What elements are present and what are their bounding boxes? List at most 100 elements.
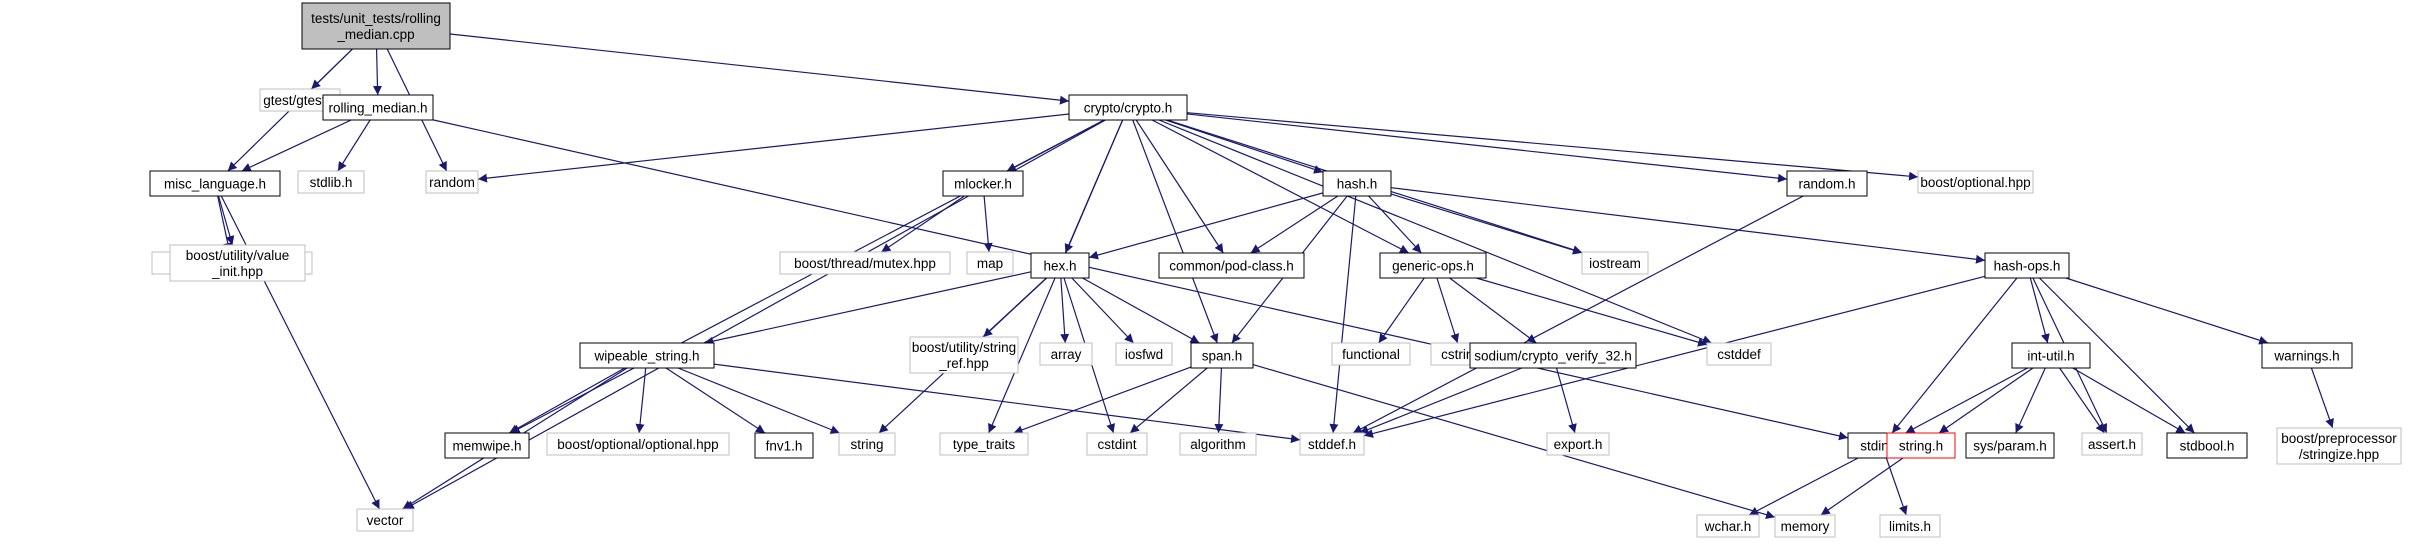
node-sysparam[interactable]: sys/param.h	[1965, 432, 2055, 459]
node-label-boost_pp-line2: /stringize.hpp	[2299, 447, 2379, 462]
edge-crypto-to-boost_optional	[1186, 112, 1919, 181]
node-hash[interactable]: hash.h	[1322, 170, 1392, 197]
node-box-assert	[2081, 432, 2143, 456]
edge-hex-to-span	[1082, 277, 1200, 344]
node-label-limits: limits.h	[1889, 519, 1931, 534]
node-label-boost_optional: boost/optional.hpp	[1920, 175, 2030, 190]
node-memwipe[interactable]: memwipe.h	[444, 432, 530, 459]
node-intutil[interactable]: int-util.h	[2011, 342, 2091, 369]
node-box-iostream	[1581, 251, 1649, 275]
edge-intutil-to-sysparam	[2015, 367, 2046, 434]
edge-rolling-to-stdlib	[337, 119, 371, 172]
node-label-stdlib: stdlib.h	[310, 175, 353, 190]
node-span[interactable]: span.h	[1190, 342, 1254, 369]
node-iostream: iostream	[1581, 251, 1649, 275]
edge-crypto-to-span	[1132, 119, 1219, 344]
node-box-podclass	[1158, 252, 1305, 279]
edge-span-to-memory	[1252, 363, 1776, 520]
edge-wipeable-to-memwipe	[508, 367, 626, 434]
edge-hashops-to-stdint	[1891, 277, 2018, 434]
node-stdbool[interactable]: stdbool.h	[2166, 432, 2248, 459]
node-label-boost_optopt: boost/optional/optional.hpp	[557, 437, 718, 452]
node-label-sodium: sodium/crypto_verify_32.h	[1474, 349, 1632, 364]
node-boost_pp: boost/preprocessor/stringize.hpp	[2276, 427, 2402, 465]
node-warnings[interactable]: warnings.h	[2261, 342, 2353, 369]
node-mlocker[interactable]: mlocker.h	[942, 170, 1024, 197]
node-hex[interactable]: hex.h	[1030, 252, 1090, 279]
node-label-vector: vector	[367, 513, 404, 528]
node-wipeable[interactable]: wipeable_string.h	[579, 342, 715, 369]
node-label-root-line2: _median.cpp	[336, 27, 414, 42]
edge-crypto-to-random_h	[1186, 113, 1788, 183]
node-string_h: string.h	[1886, 432, 1956, 459]
edge-hashops-to-intutil	[2029, 277, 2050, 344]
edge-hashops-to-stddef	[1363, 275, 1986, 438]
edge-crypto-to-random_std	[477, 113, 1070, 183]
node-label-string_std: string	[850, 437, 883, 452]
edge-warnings-to-boost_pp	[2310, 367, 2334, 429]
edge-sodium-to-export	[1555, 367, 1577, 434]
node-label-boost_value-line1: boost/utility/value	[186, 248, 290, 263]
node-box-random_h	[1786, 170, 1868, 197]
node-box-wchar	[1696, 514, 1760, 538]
edge-intutil-to-assert	[2059, 367, 2105, 434]
edge-misc-to-vector	[220, 195, 380, 510]
edge-root-to-rolling	[372, 48, 382, 96]
node-label-cstddef: cstddef	[1717, 347, 1761, 362]
node-label-hash: hash.h	[1337, 177, 1378, 192]
node-label-sysparam: sys/param.h	[1973, 439, 2047, 454]
node-box-wipeable	[579, 342, 715, 369]
node-misc[interactable]: misc_language.h	[149, 170, 281, 197]
edge-hash-to-stddef	[1329, 195, 1357, 434]
edge-hex-to-iosfwd	[1071, 277, 1134, 344]
edge-root-to-crypto	[449, 33, 1070, 105]
node-rolling[interactable]: rolling_median.h	[322, 94, 434, 121]
node-root[interactable]: tests/unit_tests/rolling_median.cpp	[301, 2, 451, 50]
node-label-gtest: gtest/gtest.h	[263, 93, 337, 108]
node-box-vector	[356, 508, 414, 532]
node-podclass[interactable]: common/pod-class.h	[1158, 252, 1305, 279]
node-box-boost_optopt	[546, 432, 730, 456]
node-random_h[interactable]: random.h	[1786, 170, 1868, 197]
node-crypto[interactable]: crypto/crypto.h	[1068, 94, 1188, 121]
edge-hash-to-hashops	[1390, 187, 1986, 264]
node-label-boost_mutex: boost/thread/mutex.hpp	[794, 256, 936, 271]
node-fnv1[interactable]: fnv1.h	[754, 432, 814, 459]
edge-span-to-algorithm	[1214, 367, 1224, 434]
node-stddef: stddef.h	[1299, 432, 1365, 456]
node-label-iosfwd: iosfwd	[1125, 347, 1163, 362]
edge-sodium-to-stddef	[1359, 367, 1523, 434]
node-label-assert: assert.h	[2088, 437, 2136, 452]
edge-rolling-to-misc	[241, 119, 352, 172]
node-label-rolling: rolling_median.h	[328, 101, 427, 116]
node-label-algorithm: algorithm	[1190, 437, 1246, 452]
edge-crypto-to-podclass	[1135, 119, 1224, 254]
node-box-map	[966, 251, 1014, 275]
node-box-cstddef	[1706, 342, 1772, 366]
node-hashops[interactable]: hash-ops.h	[1984, 252, 2070, 279]
edge-hash-to-podclass	[1250, 195, 1339, 254]
edge-intutil-to-string_h	[1938, 367, 2034, 434]
node-genericops[interactable]: generic-ops.h	[1379, 252, 1487, 279]
node-sodium[interactable]: sodium/crypto_verify_32.h	[1469, 342, 1637, 369]
node-box-array	[1039, 342, 1093, 366]
node-stdlib: stdlib.h	[297, 170, 365, 194]
edge-span-to-type_traits	[1013, 366, 1192, 435]
edge-crypto-to-genericops	[1151, 119, 1410, 254]
edge-stdint-to-wchar	[1748, 457, 1859, 516]
edge-misc-to-boost_value	[217, 195, 235, 246]
node-label-iostream: iostream	[1589, 256, 1641, 271]
edge-hex-to-array	[1060, 277, 1070, 344]
node-label-string_h: string.h	[1899, 439, 1943, 454]
node-boost_value: boost/utility/value_init.hpp	[169, 244, 306, 282]
node-label-memory: memory	[1781, 519, 1830, 534]
edge-rolling-to-stdint	[432, 119, 1849, 441]
node-assert: assert.h	[2081, 432, 2143, 456]
node-box-string_std	[838, 432, 896, 456]
node-iosfwd: iosfwd	[1115, 342, 1173, 366]
node-cstdint: cstdint	[1086, 432, 1148, 456]
edge-mlocker-to-map	[983, 195, 993, 253]
edge-mlocker-to-boost_mutex	[880, 195, 965, 253]
edge-hash-to-hex	[1088, 192, 1324, 260]
